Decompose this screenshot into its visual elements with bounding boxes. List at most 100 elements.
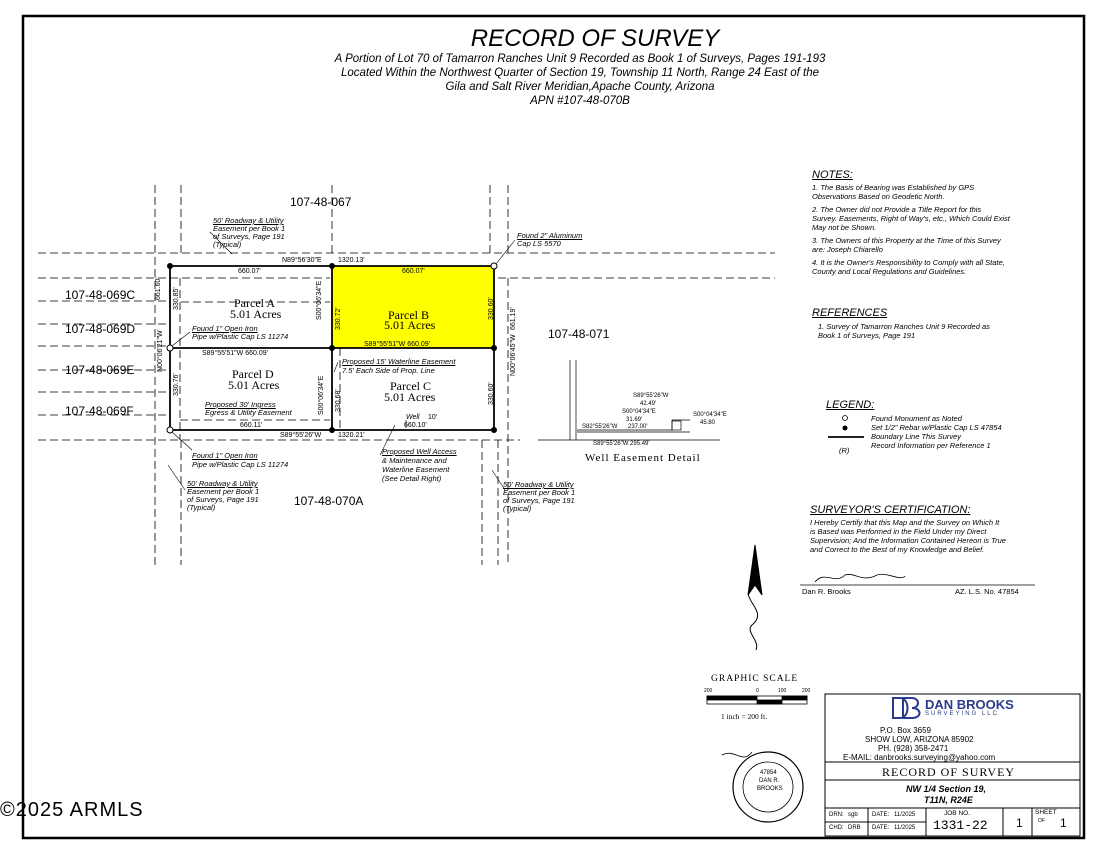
page-title: RECORD OF SURVEY xyxy=(470,25,720,52)
west-outer-distance: 661.60' xyxy=(155,277,162,300)
note-3b: are: Joseph Chiarello xyxy=(812,245,883,254)
west-bearing: N00°06'21"W xyxy=(157,330,164,372)
date-value-2: 11/2025 xyxy=(894,825,916,831)
apn-west-f: 107-48-069F xyxy=(65,404,134,418)
legend-item-set: Set 1/2" Rebar w/Plastic Cap LS 47854 xyxy=(871,423,1002,432)
legend-list: Found Monument as Noted Set 1/2" Rebar w… xyxy=(871,414,1002,450)
north-right-distance: 660.07' xyxy=(402,268,425,275)
east-bearing: N00°06'45"W xyxy=(510,334,517,376)
detail-l7: S89°55'26"W 295.49' xyxy=(593,441,650,447)
job-number: 1331-22 xyxy=(933,818,988,833)
address-email: E-MAIL: danbrooks.surveying@yahoo.com xyxy=(843,753,996,762)
surveyor-license: AZ. L.S. No. 47854 xyxy=(955,587,1019,596)
west-lower-distance: 330.76' xyxy=(173,373,180,396)
parcel-c-name: Parcel C xyxy=(390,379,431,393)
subtitle-line-2: Located Within the Northwest Quarter of … xyxy=(340,67,820,79)
company-sub: SURVEYING LLC xyxy=(925,711,999,717)
north-left-distance: 660.07' xyxy=(238,268,261,275)
cert-line-1: I Hereby Certify that this Map and the S… xyxy=(810,518,1000,527)
parcel-a-area: 5.01 Acres xyxy=(230,307,282,321)
mid-bearing: S89°55'51"W 660.09' xyxy=(202,350,268,357)
chd-value: DRB xyxy=(848,825,861,831)
scale-note: 1 inch = 200 ft. xyxy=(721,712,768,721)
detail-l9: 45.80 xyxy=(700,420,716,426)
apn-west-c: 107-48-069C xyxy=(65,288,136,302)
note-4b: County and Local Regulations and Guideli… xyxy=(812,267,967,276)
south-bearing: S89°55'26"W xyxy=(280,432,322,439)
certification-text: I Hereby Certify that this Map and the S… xyxy=(810,518,1006,554)
apn-west-d: 107-48-069D xyxy=(65,322,136,336)
callout-roadway-sw: 50' Roadway & Utility Easement per Book … xyxy=(187,479,260,512)
date-label-2: DATE: xyxy=(872,825,890,831)
note-1b: Observations Based on Geodetic North. xyxy=(812,192,945,201)
address-phone: PH. (928) 358-2471 xyxy=(878,744,949,753)
note-4a: 4. It is the Owner's Responsibility to C… xyxy=(812,258,1005,267)
note-1a: 1. The Basis of Bearing was Established … xyxy=(812,183,975,192)
mid-right-bearing: S89°55'51"W 660.09' xyxy=(364,341,430,348)
drn-value: sgb xyxy=(848,812,858,818)
apn-line: APN #107-48-070B xyxy=(530,95,630,107)
location-line-1: NW 1/4 Section 19, xyxy=(906,784,987,794)
well-label: Well xyxy=(406,414,420,421)
location-line-2: T11N, R24E xyxy=(924,795,973,805)
cert-line-4: and Correct to the Best of my Knowledge … xyxy=(810,545,985,554)
sheet-label: SHEET xyxy=(1035,809,1057,816)
title-block-doc-title: RECORD OF SURVEY xyxy=(882,765,1016,779)
detail-l6: 237.00' xyxy=(628,424,648,430)
well-dim: 10' xyxy=(428,414,438,421)
address-line-1: P.O. Box 3659 xyxy=(880,726,931,735)
center-lower-bearing: S00°06'34"E xyxy=(318,375,325,415)
cert-line-2: is Based was Performed in the Field Unde… xyxy=(810,527,987,536)
note-2c: May not be Shown. xyxy=(812,223,877,232)
south-left-distance: 660.11' xyxy=(240,422,263,429)
seal-name-1: DAN R. xyxy=(759,778,780,784)
reference-line-1: 1. Survey of Tamarron Ranches Unit 9 Rec… xyxy=(818,322,990,331)
scale-tick-2: 0 xyxy=(756,688,759,694)
callout-roadway-nw: 50' Roadway & Utility Easement per Book … xyxy=(213,216,286,249)
callout-roadway-se: 50' Roadway & Utility Easement per Book … xyxy=(503,480,576,513)
legend-item-boundary: Boundary Line This Survey xyxy=(871,432,962,441)
center-upper-bearing: S00°06'34"E xyxy=(316,280,323,320)
detail-l3: S00°04'34"E xyxy=(622,409,656,415)
references-list: 1. Survey of Tamarron Ranches Unit 9 Rec… xyxy=(818,322,990,340)
drn-label: DRN: xyxy=(829,812,844,818)
callout-well-access: Proposed Well Access & Maintenance and W… xyxy=(382,447,457,483)
callout-waterline: Proposed 15' Waterline Easement 7.5' Eac… xyxy=(342,357,456,375)
east-upper-distance: 330.60' xyxy=(488,297,495,320)
south-distance: 1320.21' xyxy=(338,432,365,439)
callout-ingress: Proposed 30' Ingress Egress & Utility Ea… xyxy=(205,400,292,417)
note-3a: 3. The Owners of this Property at the Ti… xyxy=(812,236,1001,245)
center-upper-distance: 330.72' xyxy=(335,307,342,330)
certification-heading: SURVEYOR'S CERTIFICATION: xyxy=(810,504,971,516)
date-value-1: 11/2025 xyxy=(894,812,916,818)
scale-tick-4: 200 xyxy=(802,688,811,694)
references-heading: REFERENCES xyxy=(812,307,888,319)
detail-title: Well Easement Detail xyxy=(585,452,701,464)
notes-list: 1. The Basis of Bearing was Established … xyxy=(812,183,1010,276)
callout-found-iron-2: Found 1" Open Iron Pipe w/Plastic Cap LS… xyxy=(192,451,289,469)
parcel-b-area: 5.01 Acres xyxy=(384,318,436,332)
west-upper-distance: 330.85' xyxy=(173,287,180,310)
parcel-b-highlight xyxy=(332,266,494,348)
legend-item-record: Record Information per Reference 1 xyxy=(871,441,991,450)
sheet-of: OF xyxy=(1038,818,1045,824)
south-right-distance: 660.10' xyxy=(404,422,427,429)
east-lower-distance: 330.60' xyxy=(488,382,495,405)
apn-west-e: 107-48-069E xyxy=(65,363,135,377)
north-bearing: N89°56'30"E xyxy=(282,257,322,264)
parcel-b-name: Parcel B xyxy=(388,308,429,322)
north-distance: 1320.13' xyxy=(338,257,365,264)
legend-heading: LEGEND: xyxy=(826,399,875,411)
apn-north: 107-48-067 xyxy=(290,195,352,209)
apn-south: 107-48-070A xyxy=(294,494,364,508)
reference-line-2: Book 1 of Surveys, Page 191 xyxy=(818,331,916,340)
parcel-d-area: 5.01 Acres xyxy=(228,378,280,392)
sheet-total: 1 xyxy=(1060,816,1067,830)
detail-l4: 31.69' xyxy=(626,417,643,423)
callout-found-cap: Found 2" Aluminum Cap LS 5570 xyxy=(517,231,583,248)
detail-l8: S00°04'34"E xyxy=(693,412,727,418)
east-distance: 661.19' xyxy=(510,307,517,330)
detail-l1: S89°55'26"W xyxy=(633,393,669,399)
scale-title: GRAPHIC SCALE xyxy=(711,674,799,684)
